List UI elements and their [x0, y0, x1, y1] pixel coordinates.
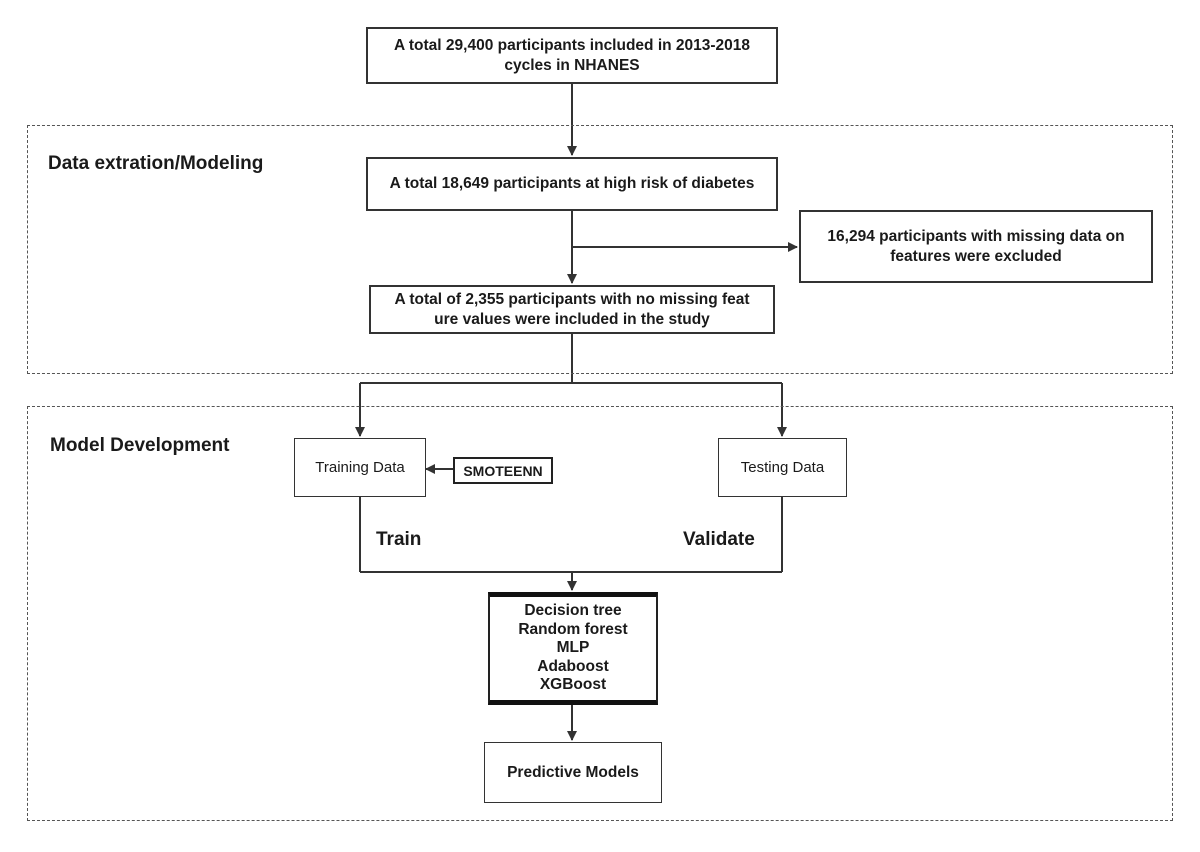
node-excluded-line-1: 16,294 participants with missing data on	[827, 227, 1125, 245]
node-included-line-1: A total of 2,355 participants with no mi…	[394, 290, 750, 308]
model-item: XGBoost	[539, 676, 607, 694]
section-data-extraction	[27, 125, 1173, 374]
node-total-line-2: cycles in NHANES	[504, 56, 640, 74]
node-models: Decision tree Random forest MLP Adaboost…	[488, 592, 658, 705]
section-title-data-extraction: Data extration/Modeling	[48, 153, 264, 174]
section-title-model-development: Model Development	[50, 435, 230, 456]
node-excluded: 16,294 participants with missing data on…	[799, 210, 1153, 283]
node-total-line-1: A total 29,400 participants included in …	[393, 36, 751, 54]
node-total-participants: A total 29,400 participants included in …	[366, 27, 778, 84]
edge-label-validate: Validate	[683, 529, 755, 550]
node-included-line-2: ure values were included in the study	[434, 310, 710, 328]
node-training-data: Training Data	[294, 438, 426, 497]
section-model-development	[27, 406, 1173, 821]
model-item: Decision tree	[524, 602, 622, 620]
node-high-risk: A total 18,649 participants at high risk…	[366, 157, 778, 211]
model-item: MLP	[556, 639, 590, 657]
edge-label-train: Train	[376, 529, 422, 550]
node-smoteenn: SMOTEENN	[453, 457, 553, 484]
node-excluded-line-2: features were excluded	[890, 247, 1062, 265]
node-included: A total of 2,355 participants with no mi…	[369, 285, 775, 334]
model-item: Random forest	[518, 620, 628, 638]
node-predictive-models: Predictive Models	[484, 742, 662, 803]
model-item: Adaboost	[537, 657, 609, 675]
node-testing-data: Testing Data	[718, 438, 847, 497]
node-high-risk-text: A total 18,649 participants at high risk…	[389, 175, 755, 193]
